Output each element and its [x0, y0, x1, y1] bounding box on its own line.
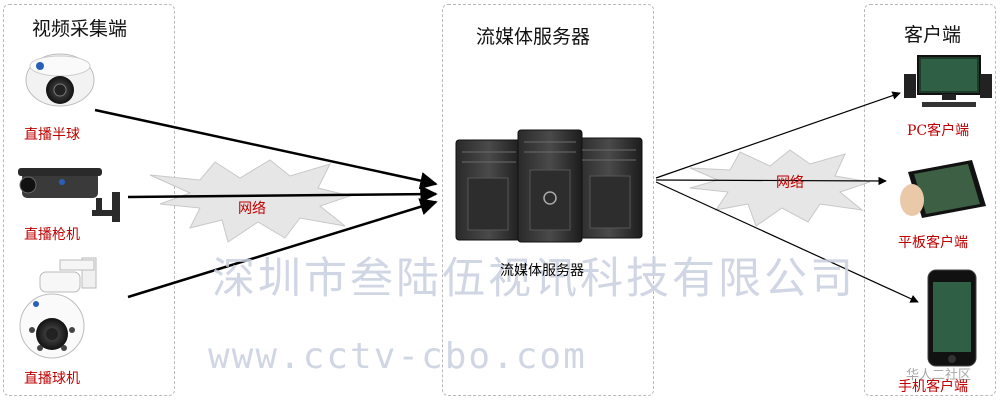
bullet-camera-label: 直播枪机 [24, 227, 80, 243]
speed-dome-label: 直播球机 [24, 371, 80, 387]
network-cloud-left [149, 159, 352, 243]
arrow-bullet-to-server [127, 185, 438, 203]
arrow-speeddome-to-server [127, 198, 438, 299]
watermark-url: www.cctv-cbo.com [208, 336, 587, 377]
dome-camera-label: 直播半球 [24, 127, 80, 143]
dome-camera-icon [25, 53, 95, 107]
phone-client-label: 手机客户端 [898, 379, 968, 395]
arrow-dome-to-server [94, 108, 438, 190]
pc-client-label: PC客户端 [907, 123, 970, 139]
client-panel [864, 4, 996, 396]
network-cloud-right [689, 149, 871, 227]
watermark-company: 深圳市叁陆伍视讯科技有限公司 [212, 254, 856, 304]
arrow-server-to-pc [655, 91, 901, 179]
network-label-left: 网络 [238, 201, 266, 217]
watermark-corner: 华人二社区 [906, 368, 972, 383]
arrow-server-to-phone [655, 181, 919, 303]
speed-dome-camera-icon [19, 257, 97, 359]
phone-client-icon [927, 269, 977, 367]
tablet-client-icon [900, 160, 986, 218]
arrow-server-to-tablet [655, 176, 887, 186]
server-label: 流媒体服务器 [500, 263, 584, 279]
tablet-client-label: 平板客户端 [898, 235, 968, 251]
capture-section-title: 视频采集端 [32, 18, 128, 40]
client-section-title: 客户端 [904, 24, 962, 46]
server-towers-icon [455, 129, 643, 243]
server-panel [442, 4, 654, 396]
network-label-right: 网络 [776, 175, 804, 191]
pc-client-icon [904, 55, 992, 107]
server-section-title: 流媒体服务器 [476, 26, 591, 48]
bullet-camera-icon [18, 168, 120, 222]
